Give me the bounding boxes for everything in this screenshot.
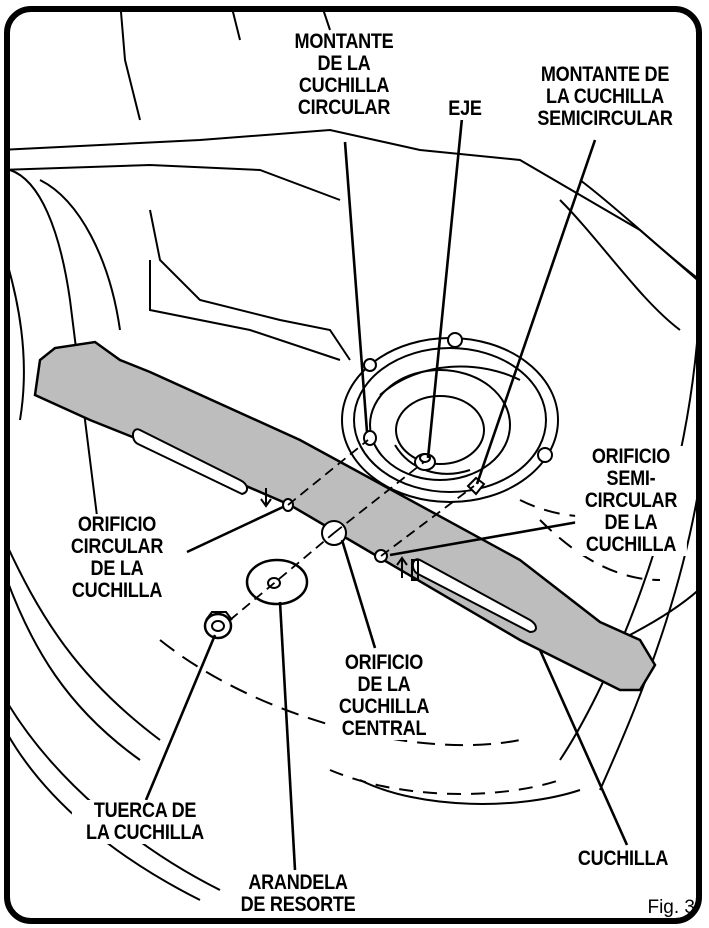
label-round-blade-hole: ORIFICIO CIRCULAR DE LA CUCHILLA bbox=[61, 514, 173, 602]
label-blade: CUCHILLA bbox=[567, 848, 679, 870]
figure-number: Fig. 3 bbox=[647, 897, 695, 918]
leader-lines bbox=[144, 117, 629, 871]
label-center-blade-hole: ORIFICIO DE LA CUCHILLA CENTRAL bbox=[330, 652, 438, 740]
label-half-moon-blade-hole: ORIFICIO SEMI- CIRCULAR DE LA CUCHILLA bbox=[575, 446, 687, 556]
label-half-moon-blade-stud: MONTANTE DE LA CUCHILLA SEMICIRCULAR bbox=[523, 64, 687, 130]
label-blade-nut: TUERCA DE LA CUCHILLA bbox=[71, 800, 219, 844]
label-spring-washer: ARANDELA DE RESORTE bbox=[237, 872, 359, 916]
mower-deck-drawing bbox=[7, 9, 699, 901]
label-spindle: EJE bbox=[443, 98, 487, 120]
label-round-blade-stud: MONTANTE DE LA CUCHILLA CIRCULAR bbox=[294, 30, 394, 119]
figure-frame bbox=[4, 6, 702, 924]
